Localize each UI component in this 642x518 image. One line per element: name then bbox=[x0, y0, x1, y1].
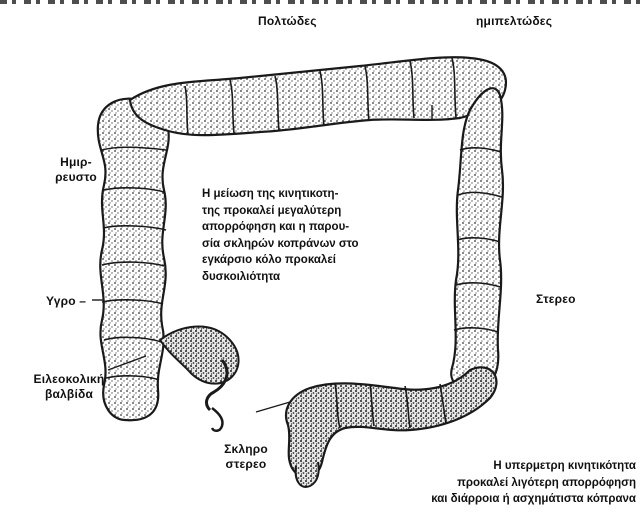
center-note-line: της προκαλεί μεγαλύτερη bbox=[202, 203, 359, 220]
label-left-middle: Υγρο – bbox=[46, 294, 86, 309]
label-top-right: ημιπελτώδες bbox=[476, 14, 552, 29]
bottom-note-line: και διάρροια ή ασχημάτιστα κόπρανα bbox=[346, 491, 636, 508]
center-note-line: εγκάρσιο κόλο προκαλεί bbox=[202, 252, 359, 269]
bottom-note-line: προκαλεί λιγότερη απορρόφηση bbox=[346, 475, 636, 492]
label-left-lower-line2: βαλβίδα bbox=[28, 387, 110, 402]
label-bottom-center: Σκληρο στερεο bbox=[216, 442, 276, 472]
rectum bbox=[296, 462, 319, 487]
label-bottom-center-line1: Σκληρο bbox=[216, 442, 276, 457]
bottom-note-line: Η υπερμετρη κινητικότητα bbox=[346, 458, 636, 475]
center-note-line: σία σκληρών κοπράνων στο bbox=[202, 236, 359, 253]
label-top-center: Πoλτώδες bbox=[258, 14, 317, 29]
label-left-upper-line1: Ημιρ- bbox=[50, 155, 102, 170]
label-bottom-center-line2: στερεο bbox=[216, 457, 276, 472]
appendix bbox=[212, 408, 223, 431]
label-left-upper: Ημιρ- ρευστο bbox=[50, 155, 102, 185]
center-note: Η μείωση της κινητικοτη- της προκαλεί με… bbox=[202, 186, 359, 285]
center-note-line: δυσκοιλιότητα bbox=[202, 269, 359, 286]
label-left-lower-line1: Ειλεοκολική bbox=[28, 372, 110, 387]
center-note-line: Η μείωση της κινητικοτη- bbox=[202, 186, 359, 203]
center-note-line: απορρόφηση και η παρου- bbox=[202, 219, 359, 236]
label-left-lower: Ειλεοκολική βαλβίδα bbox=[28, 372, 110, 402]
bottom-note: Η υπερμετρη κινητικότητα προκαλεί λιγότε… bbox=[346, 458, 636, 508]
label-right-middle: Στερεο bbox=[536, 292, 576, 307]
label-left-upper-line2: ρευστο bbox=[50, 170, 102, 185]
